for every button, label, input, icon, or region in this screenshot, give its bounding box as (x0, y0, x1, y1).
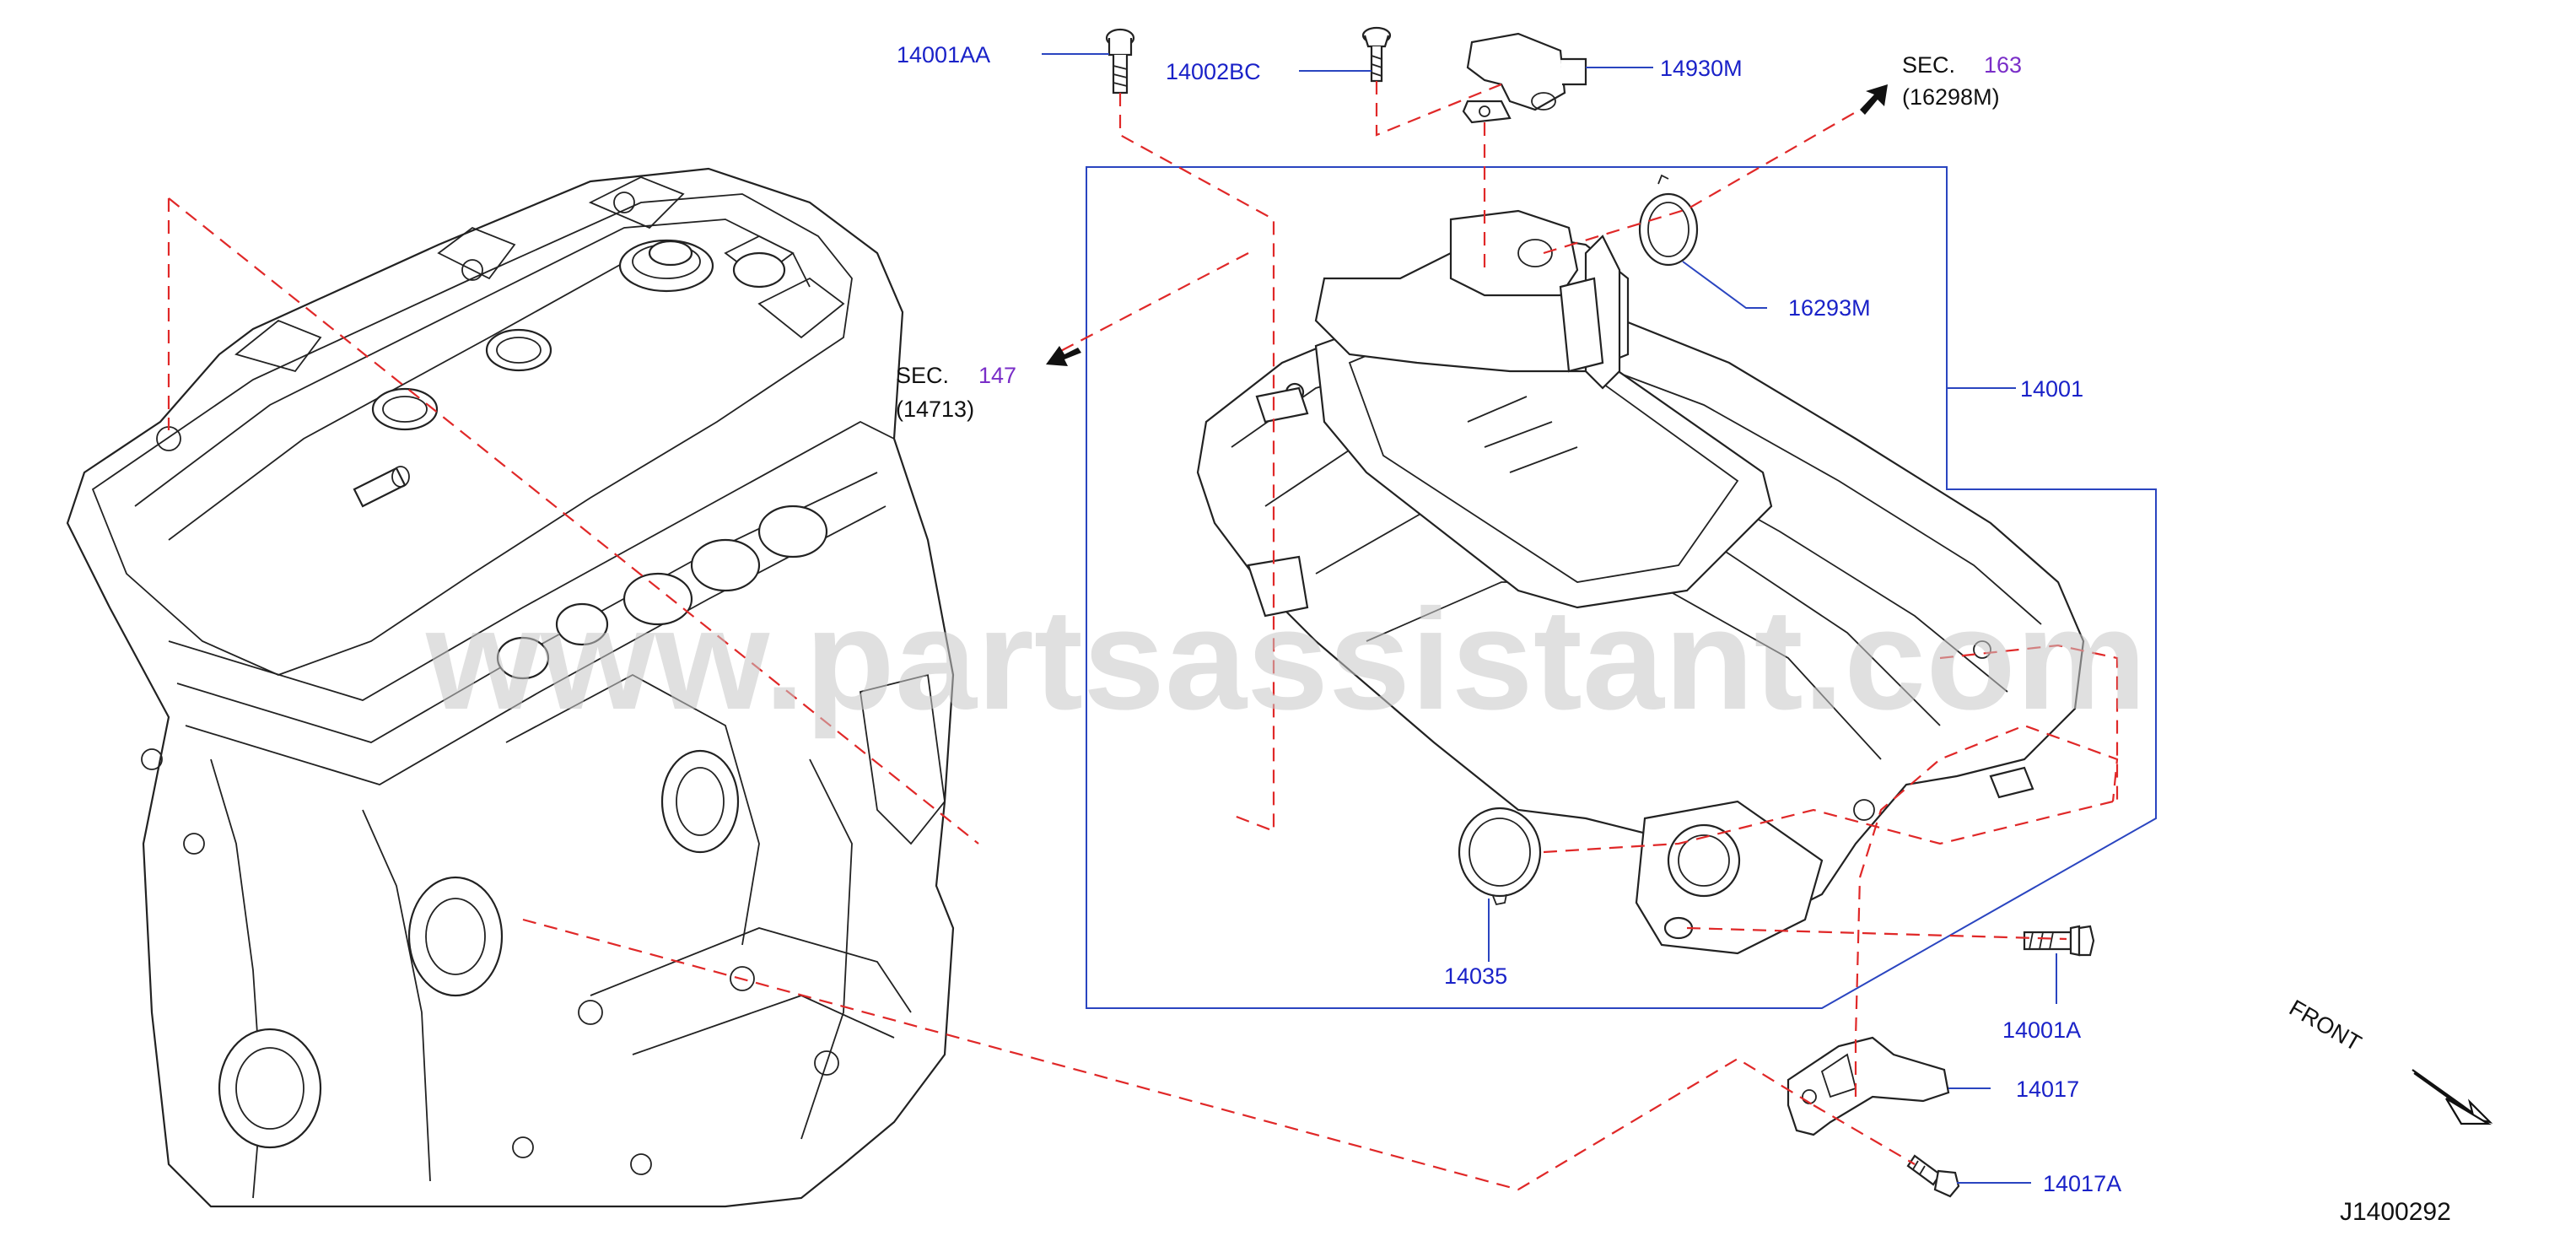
gasket-16293M-icon (1638, 174, 1699, 267)
intake-manifold-illustration (1196, 209, 2085, 955)
diagram-code: J1400292 (2340, 1198, 2451, 1226)
part-label-14017[interactable]: 14017 (2016, 1077, 2079, 1102)
sensor-14930M-icon (1462, 32, 1587, 124)
bracket-14017-icon (1786, 1036, 1950, 1136)
screw-14002BC-icon (1361, 26, 1392, 83)
section-number-147[interactable]: 147 (978, 363, 1016, 388)
watermark-text: www.partsassistant.com (425, 580, 2147, 740)
bolt-14001A-icon (2023, 925, 2095, 957)
bolt-14017A-icon (1906, 1154, 1960, 1198)
part-label-14001A[interactable]: 14001A (2002, 1017, 2081, 1043)
section-label-prefix-163: SEC. (1902, 52, 1955, 78)
part-label-14017A[interactable]: 14017A (2043, 1171, 2121, 1196)
assembly-boundary (1086, 166, 2157, 1009)
section-ref-14713: (14713) (896, 397, 974, 422)
arrow-sec147-icon (1046, 346, 1081, 366)
part-label-14001[interactable]: 14001 (2020, 376, 2083, 402)
part-label-14035[interactable]: 14035 (1444, 963, 1507, 989)
part-label-16293M[interactable]: 16293M (1788, 295, 1871, 321)
bolt-14001AA-icon (1105, 28, 1135, 94)
front-label: FRONT (2285, 995, 2366, 1055)
part-label-14930M[interactable]: 14930M (1660, 56, 1743, 81)
part-label-14001AA[interactable]: 14001AA (897, 42, 990, 67)
front-arrow-icon (2412, 1069, 2493, 1125)
engine-block-illustration (66, 167, 955, 1208)
section-label-prefix-147: SEC. (896, 363, 949, 388)
gasket-14035-icon (1458, 807, 1542, 906)
part-label-14002BC[interactable]: 14002BC (1166, 59, 1261, 84)
connection-lines (167, 81, 2119, 1191)
section-ref-16298M: (16298M) (1902, 84, 2000, 110)
arrow-sec163-icon (1860, 84, 1888, 115)
label-leaders (1042, 53, 2057, 1184)
section-number-163[interactable]: 163 (1984, 52, 2022, 78)
